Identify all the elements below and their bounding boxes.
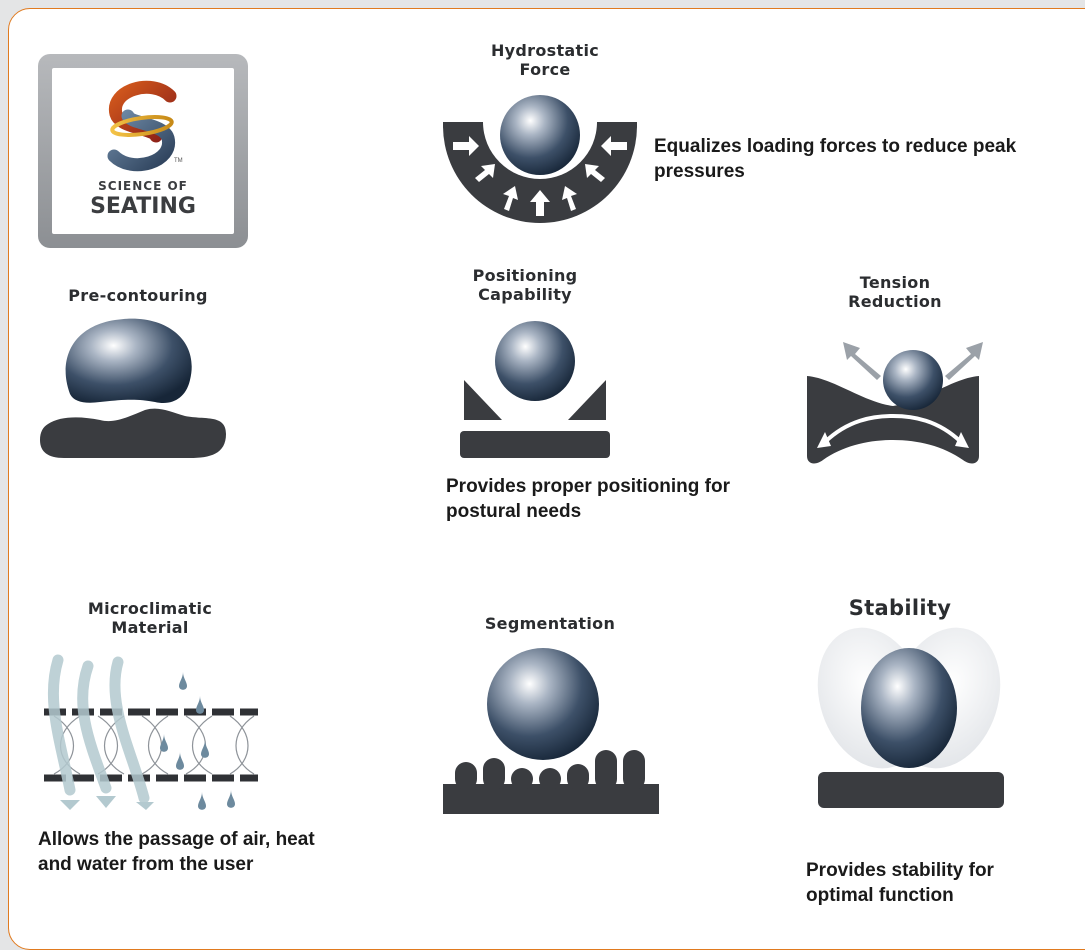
tension-title-line2: Reduction [848,292,942,311]
positioning-title: Positioning Capability [420,266,630,304]
precontouring-title: Pre-contouring [68,286,208,305]
microclimatic-title: Microclimatic Material [40,599,260,637]
microclimatic-title-line2: Material [111,618,189,637]
logo-frame [38,54,248,248]
hydrostatic-force-icon [443,95,637,223]
hydrostatic-title-line2: Force [519,60,571,79]
tension-title: Tension Reduction [790,273,1000,311]
pre-contouring-icon [40,318,226,458]
science-of-seating-logo: TM SCIENCE OF SEATING [38,54,248,248]
hydrostatic-title-line1: Hydrostatic [490,41,600,60]
logo-line1: SCIENCE OF [98,179,188,193]
stability-title: Stability [848,596,952,620]
segmentation-icon [443,648,659,814]
positioning-title-line1: Positioning [472,266,578,285]
stability-icon [817,627,1004,808]
microclimatic-material-icon [44,654,258,810]
segmentation-title: Segmentation [484,614,616,633]
tension-title-line1: Tension [859,273,931,292]
hydrostatic-caption: Equalizes loading forces to reduce peak … [654,136,1017,182]
hydrostatic-title: Hydrostatic Force [440,41,650,79]
positioning-capability-icon [460,321,610,458]
microclimatic-caption: Allows the passage of air, heat and wate… [38,829,315,875]
tension-reduction-icon [807,342,983,464]
logo-tm: TM [174,158,183,164]
microclimatic-title-line1: Microclimatic [87,599,213,618]
positioning-caption: Provides proper positioning for postural… [446,476,730,522]
positioning-title-line2: Capability [478,285,572,304]
stability-caption: Provides stability for optimal function [806,860,994,906]
logo-line2: SEATING [90,194,196,219]
